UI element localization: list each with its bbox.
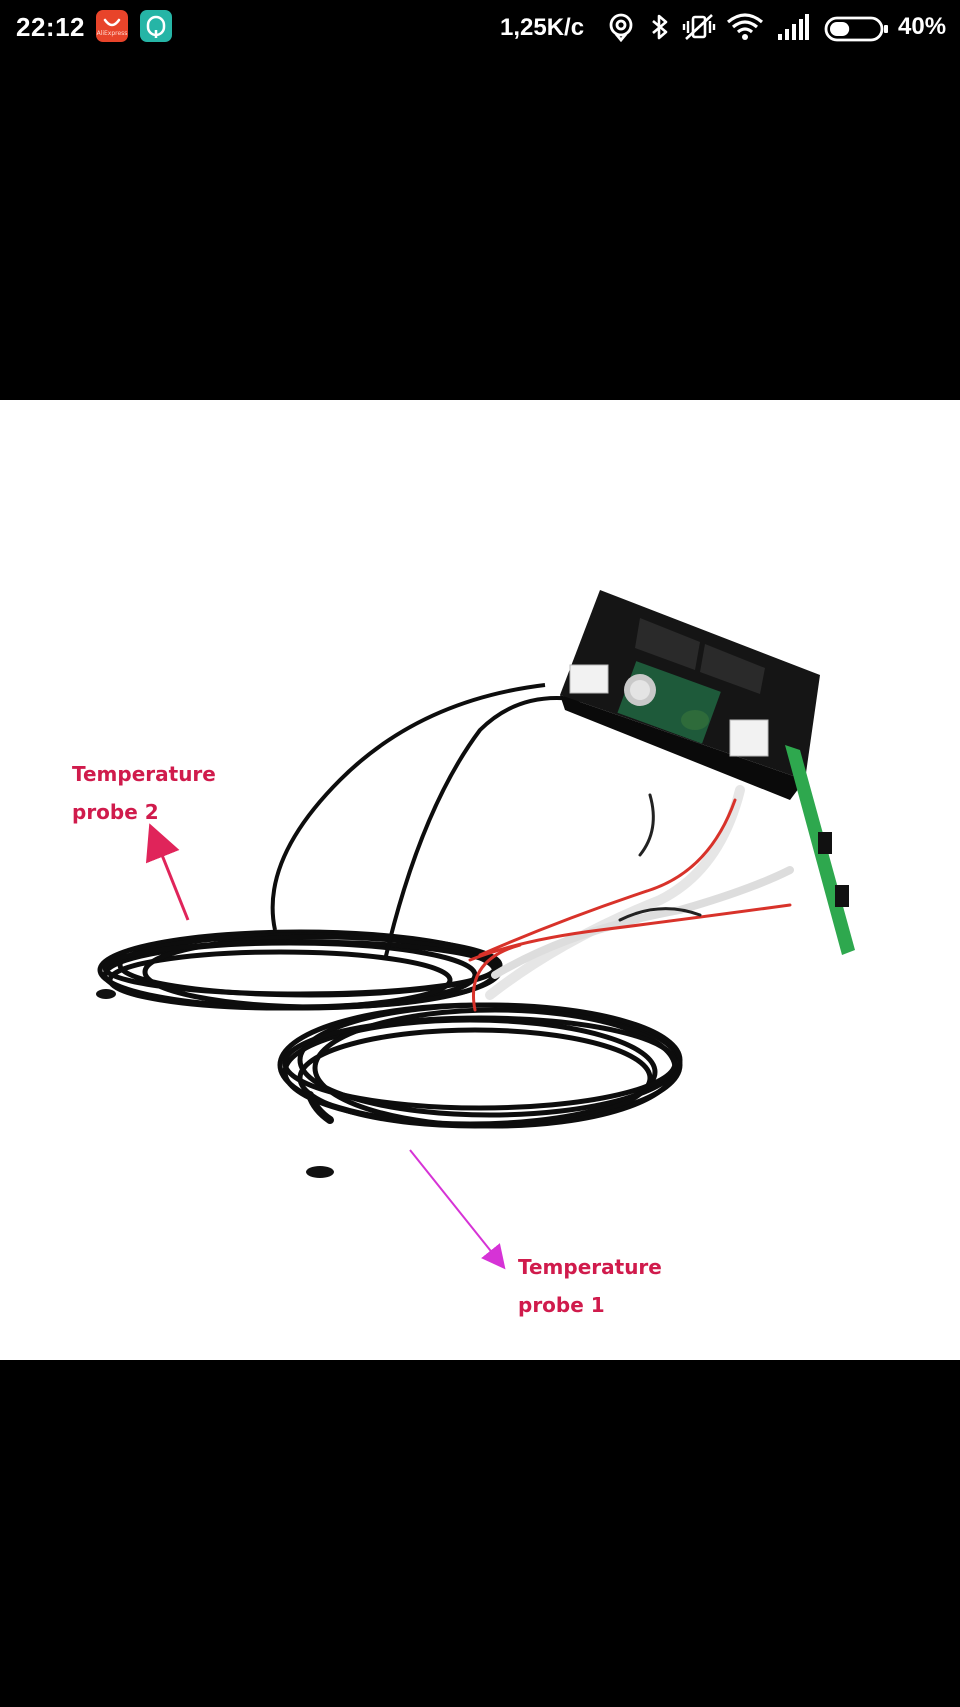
network-speed: 1,25K/c (500, 14, 585, 41)
cable-coil-upper (97, 929, 503, 1011)
battery-icon (824, 16, 888, 42)
meter-device (560, 590, 855, 955)
image-viewer[interactable]: Temperature probe 2 Temperature probe 1 (0, 400, 960, 1360)
probe-tip-1 (306, 1166, 334, 1178)
status-bar: 22:12 AliExpress 1,25K/c 40% (0, 0, 960, 56)
label-temperature-probe-2: Temperature probe 2 (72, 762, 216, 824)
clock: 22:12 (16, 12, 85, 42)
wifi-icon (726, 13, 764, 40)
arrow-probe-2 (145, 823, 190, 921)
bluetooth-icon (652, 14, 668, 40)
label-temperature-probe-1: Temperature probe 1 (518, 1255, 662, 1317)
cable-coil-lower (277, 1002, 683, 1129)
product-photo (96, 590, 855, 1270)
q-app-icon (140, 10, 172, 42)
vibrate-off-icon (682, 14, 716, 40)
battery-percent: 40% (898, 13, 947, 40)
arrow-probe-1 (409, 1149, 506, 1270)
signal-icon (778, 14, 809, 40)
aliexpress-app-icon: AliExpress (96, 10, 128, 42)
probe-tip-2 (96, 989, 116, 999)
hotspot-icon (609, 13, 633, 42)
